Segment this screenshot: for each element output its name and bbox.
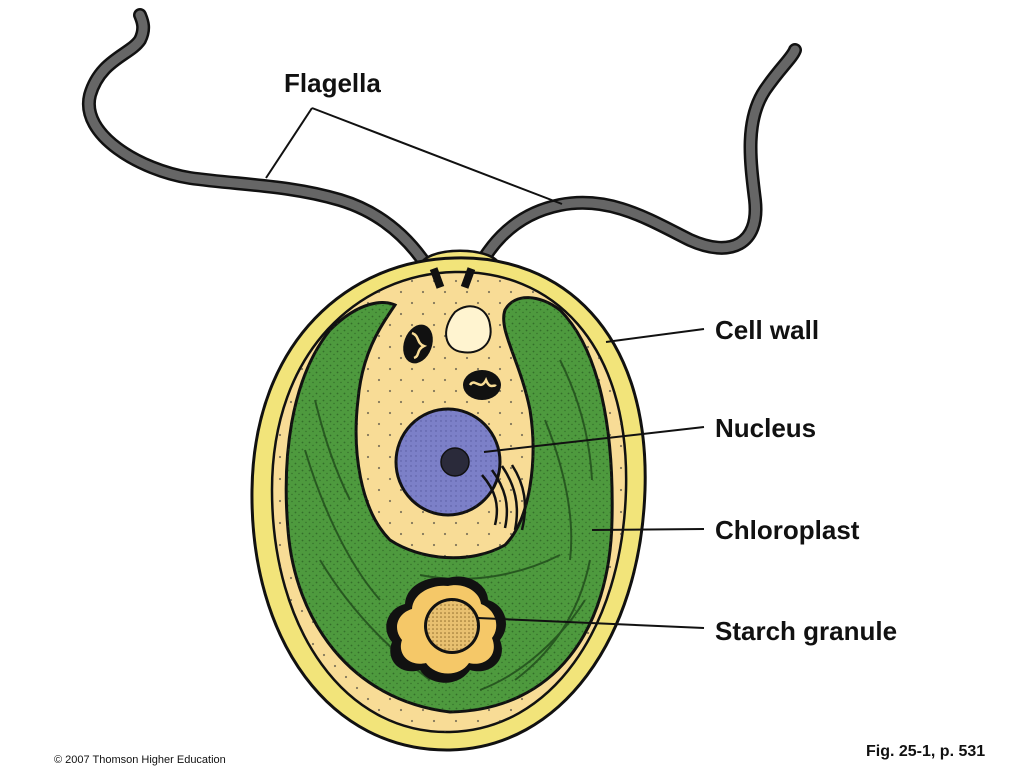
figure-reference: Fig. 25-1, p. 531	[866, 743, 986, 760]
label-flagella: Flagella	[284, 68, 381, 98]
flagellum-left	[81, 8, 447, 295]
golgi	[481, 464, 527, 531]
flagella-leader-right	[311, 107, 563, 205]
label-cell-wall: Cell wall	[715, 315, 820, 345]
cell	[250, 249, 647, 752]
label-starch-granule: Starch granule	[715, 616, 898, 646]
nucleus-leader	[483, 426, 705, 453]
cell-wall-leader	[605, 328, 705, 343]
starch-granule	[386, 576, 507, 683]
nucleolus	[440, 447, 470, 477]
label-chloroplast: Chloroplast	[715, 515, 860, 545]
contractile-vacuole	[445, 305, 492, 354]
copyright-credit: © 2007 Thomson Higher Education	[54, 754, 226, 766]
mitochondrion	[403, 324, 433, 364]
chloroplast-leader	[591, 528, 705, 531]
flagella-leader-left	[265, 107, 313, 179]
leader-lines	[265, 107, 705, 629]
flagellum-right	[461, 43, 802, 295]
label-nucleus: Nucleus	[715, 413, 817, 443]
flagella	[81, 8, 802, 295]
starch-granule-leader	[477, 617, 705, 629]
